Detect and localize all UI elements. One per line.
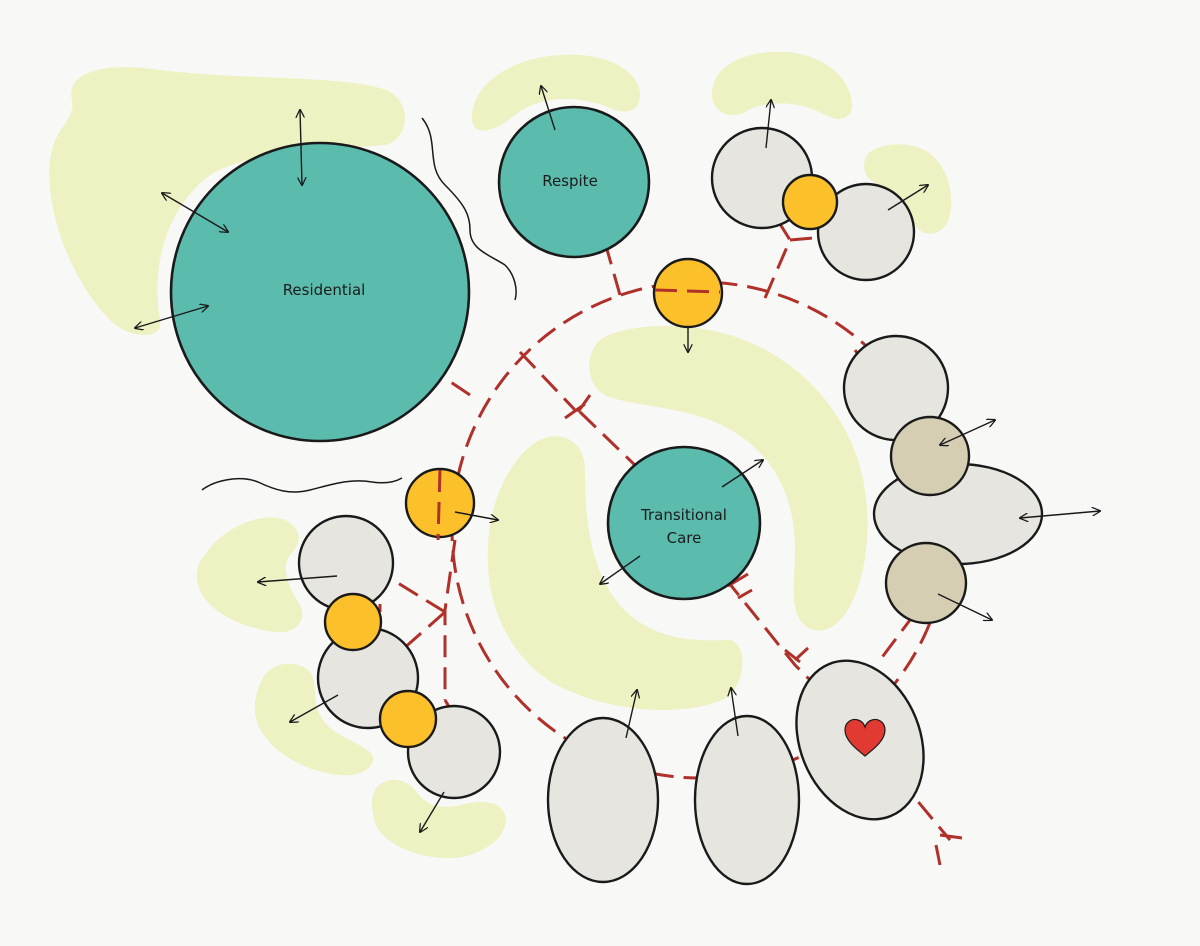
arrow-icon bbox=[731, 688, 739, 737]
room-bubble bbox=[693, 714, 801, 886]
blob-top-right-2 bbox=[864, 144, 952, 234]
blob-respite bbox=[471, 54, 640, 131]
blob-residential bbox=[49, 67, 405, 336]
junction-node-top bbox=[652, 257, 724, 329]
arrow-icon bbox=[940, 420, 995, 445]
arrow-icon bbox=[162, 193, 228, 232]
respite-bubble bbox=[497, 105, 651, 259]
arrow-icon bbox=[625, 690, 637, 739]
heart-icon bbox=[844, 718, 886, 757]
transitional-care-label-line1: Transitional bbox=[640, 506, 727, 524]
residential-bubble bbox=[169, 141, 471, 443]
respite-label: Respite bbox=[542, 172, 598, 190]
arrow-icon bbox=[300, 110, 302, 185]
blob-inner-bottom bbox=[487, 436, 743, 711]
room-bubble bbox=[546, 716, 660, 884]
shared-node bbox=[378, 689, 438, 749]
arrow-icon bbox=[765, 100, 771, 149]
arrow-icon bbox=[420, 791, 445, 832]
shared-node bbox=[323, 592, 383, 652]
arrow-icon bbox=[454, 511, 498, 520]
arrow-icon bbox=[290, 694, 339, 722]
room-cluster-right bbox=[842, 334, 1044, 625]
room-cluster-left bbox=[297, 514, 502, 800]
residential-label: Residential bbox=[283, 281, 366, 299]
arrow-icon bbox=[937, 593, 992, 620]
arrow-icon bbox=[721, 460, 763, 488]
shared-node bbox=[781, 173, 839, 231]
arrow-icon bbox=[541, 86, 556, 131]
transitional-care-bubble bbox=[606, 445, 762, 601]
blob-top-right-1 bbox=[712, 51, 852, 119]
blob-left-1 bbox=[196, 517, 303, 633]
room-cluster-bottom bbox=[546, 659, 925, 886]
arrow-icon bbox=[600, 555, 641, 584]
blob-left-3 bbox=[372, 779, 506, 859]
arrow-icon bbox=[135, 306, 208, 328]
blob-left-2 bbox=[254, 663, 374, 776]
connection-arrows bbox=[135, 86, 1100, 832]
transitional-care-label-line2: Care bbox=[667, 529, 702, 547]
room-cluster-top-right bbox=[710, 126, 916, 282]
contour-lines bbox=[201, 117, 517, 493]
arrow-icon bbox=[887, 185, 928, 211]
overlap-node bbox=[884, 541, 968, 625]
arrow-icon bbox=[1020, 511, 1100, 518]
blob-inner-top bbox=[589, 325, 868, 631]
overlap-node bbox=[889, 415, 971, 497]
landscape-blobs bbox=[49, 51, 952, 859]
arrow-icon bbox=[258, 575, 338, 582]
